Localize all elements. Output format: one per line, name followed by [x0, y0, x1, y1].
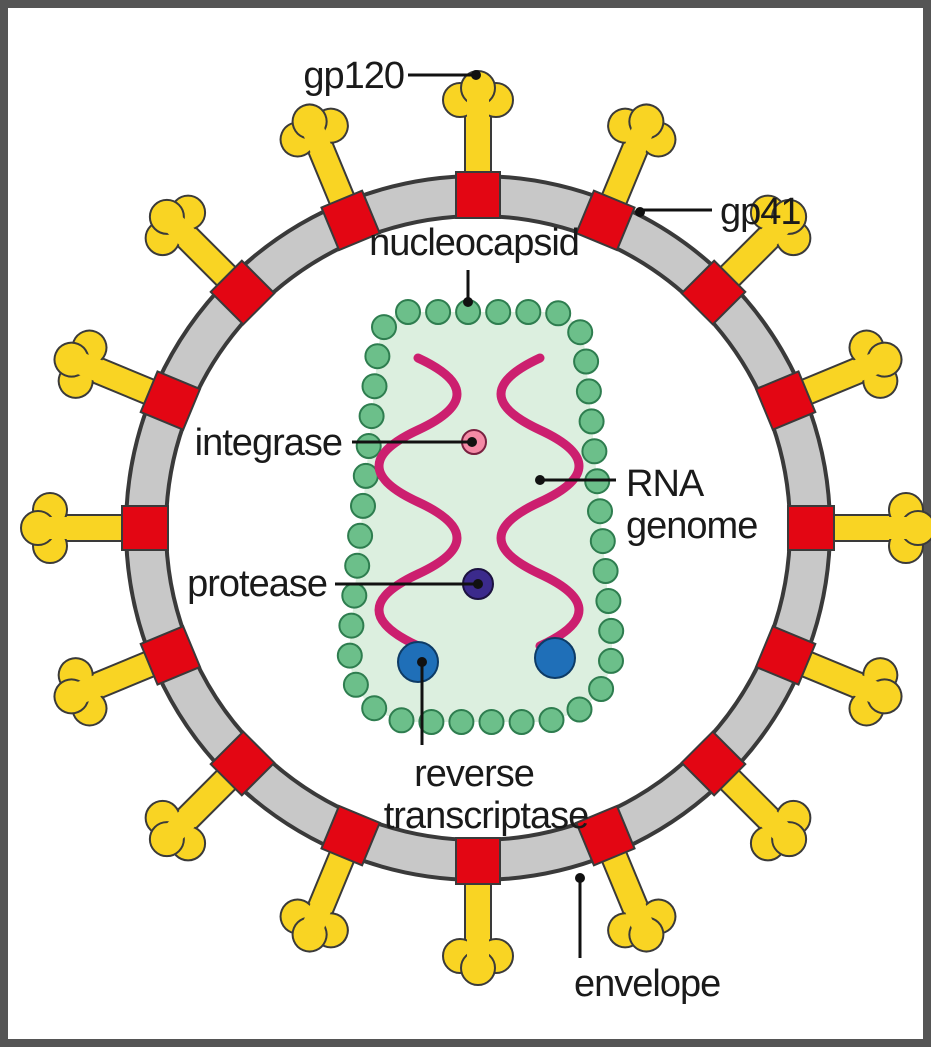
capsid-bead: [362, 696, 386, 720]
gp120-head-fill: [467, 88, 489, 118]
gp41-stem-group: [788, 506, 834, 550]
label-gp120: gp120: [303, 55, 404, 97]
capsid-bead: [568, 320, 592, 344]
capsid-bead: [582, 439, 606, 463]
capsid-bead: [351, 494, 375, 518]
dot-protease: [473, 579, 483, 589]
label-integrase: integrase: [195, 422, 342, 464]
gp120-spike: [443, 71, 513, 182]
capsid-bead: [338, 644, 362, 668]
gp41-stem: [122, 506, 168, 550]
label-gp41: gp41: [720, 191, 801, 233]
gp41-stem-group: [456, 172, 500, 218]
capsid-bead: [577, 379, 601, 403]
gp120-head-fill: [38, 517, 68, 539]
capsid-bead: [599, 649, 623, 673]
label-rna-line1: RNA: [626, 463, 705, 505]
capsid-bead: [589, 677, 613, 701]
capsid-bead: [342, 584, 366, 608]
gp41-stem: [456, 838, 500, 884]
capsid-bead: [396, 300, 420, 324]
capsid-bead: [357, 434, 381, 458]
dot-integrase: [467, 437, 477, 447]
capsid-bead: [516, 300, 540, 324]
label-protease: protease: [187, 563, 327, 605]
capsid-bead: [599, 619, 623, 643]
label-envelope: envelope: [574, 963, 720, 1005]
dot-reverse-transcriptase: [417, 657, 427, 667]
label-rna-line2: genome: [626, 505, 757, 547]
label-nucleocapsid: nucleocapsid: [369, 222, 579, 264]
capsid-bead: [591, 529, 615, 553]
label-reverse-line2: transcriptase: [384, 795, 589, 837]
gp120-spike: [443, 874, 513, 985]
capsid-bead: [344, 673, 368, 697]
gp41-stem-group: [456, 838, 500, 884]
gp120-head-fill: [467, 938, 489, 968]
capsid-bead: [594, 559, 618, 583]
capsid-bead: [426, 300, 450, 324]
gp120-head-fill: [888, 517, 918, 539]
gp41-stem: [788, 506, 834, 550]
dot-gp41: [635, 207, 645, 217]
capsid-bead: [372, 315, 396, 339]
gp41-stem: [456, 172, 500, 218]
capsid-bead: [540, 708, 564, 732]
dot-envelope: [575, 873, 585, 883]
capsid-bead: [345, 554, 369, 578]
capsid-bead: [348, 524, 372, 548]
capsid-bead: [360, 404, 384, 428]
capsid-bead: [354, 464, 378, 488]
capsid-bead: [363, 374, 387, 398]
capsid-bead: [580, 409, 604, 433]
label-reverse-line1: reverse: [414, 753, 534, 795]
dot-nucleocapsid: [463, 297, 473, 307]
capsid-bead: [574, 350, 598, 374]
capsid-bead: [486, 300, 510, 324]
capsid-bead: [480, 710, 504, 734]
capsid-bead: [365, 344, 389, 368]
capsid-bead: [449, 710, 473, 734]
gp120-spike: [21, 493, 132, 563]
reverse-transcriptase-right: [535, 638, 575, 678]
capsid-bead: [546, 301, 570, 325]
capsid-bead: [390, 708, 414, 732]
gp41-stem-group: [122, 506, 168, 550]
capsid-bead: [568, 698, 592, 722]
capsid-bead: [510, 710, 534, 734]
gp120-spike: [824, 493, 931, 563]
capsid-bead: [339, 614, 363, 638]
capsid-bead: [596, 589, 620, 613]
dot-gp120: [471, 70, 481, 80]
dot-rna: [535, 475, 545, 485]
capsid-bead: [588, 499, 612, 523]
